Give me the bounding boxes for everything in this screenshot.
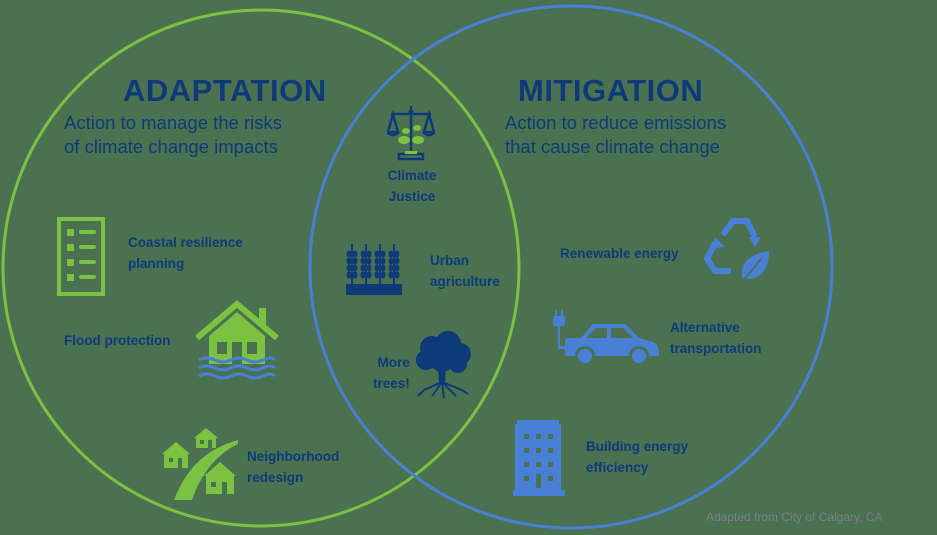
wheat-icon xyxy=(346,244,402,295)
adaptation-title: ADAPTATION xyxy=(123,73,327,108)
overlap-item-urban-agriculture: Urban agriculture xyxy=(430,253,500,289)
neighborhood-houses-icon xyxy=(162,428,238,500)
adaptation-circle xyxy=(1,8,521,528)
adaptation-subtitle: Action to manage the risks of climate ch… xyxy=(64,111,282,159)
overlap-item-climate-justice: Climate Justice xyxy=(387,168,437,204)
adaptation-subtitle-line1: Action to manage the risks xyxy=(64,112,282,133)
mitigation-title: MITIGATION xyxy=(518,73,704,108)
adaptation-item-flood-protection: Flood protection xyxy=(64,333,171,348)
tree-icon xyxy=(416,331,471,399)
overlap-item-more-trees: More trees! xyxy=(373,355,410,391)
checklist-icon xyxy=(57,217,105,296)
flooded-house-icon xyxy=(195,300,279,380)
building-icon xyxy=(513,420,565,496)
recycle-leaf-icon xyxy=(703,218,769,282)
electric-car-icon xyxy=(553,310,659,366)
mitigation-subtitle-line2: that cause climate change xyxy=(505,136,720,157)
mitigation-subtitle: Action to reduce emissions that cause cl… xyxy=(505,111,726,159)
mitigation-item-alternative-transportation: Alternative transportation xyxy=(670,320,762,356)
adaptation-subtitle-line2: of climate change impacts xyxy=(64,136,278,157)
mitigation-item-renewable-energy: Renewable energy xyxy=(560,246,679,261)
adaptation-item-neighborhood-redesign: Neighborhood redesign xyxy=(247,449,340,485)
scales-with-plant-icon xyxy=(387,106,435,161)
mitigation-circle xyxy=(308,4,834,530)
mitigation-item-building-efficiency: Building energy efficiency xyxy=(586,439,689,475)
adaptation-item-coastal-resilience: Coastal resilience planning xyxy=(128,235,243,271)
source-credit: Adapted from City of Calgary, CA xyxy=(706,510,883,524)
mitigation-subtitle-line1: Action to reduce emissions xyxy=(505,112,727,133)
